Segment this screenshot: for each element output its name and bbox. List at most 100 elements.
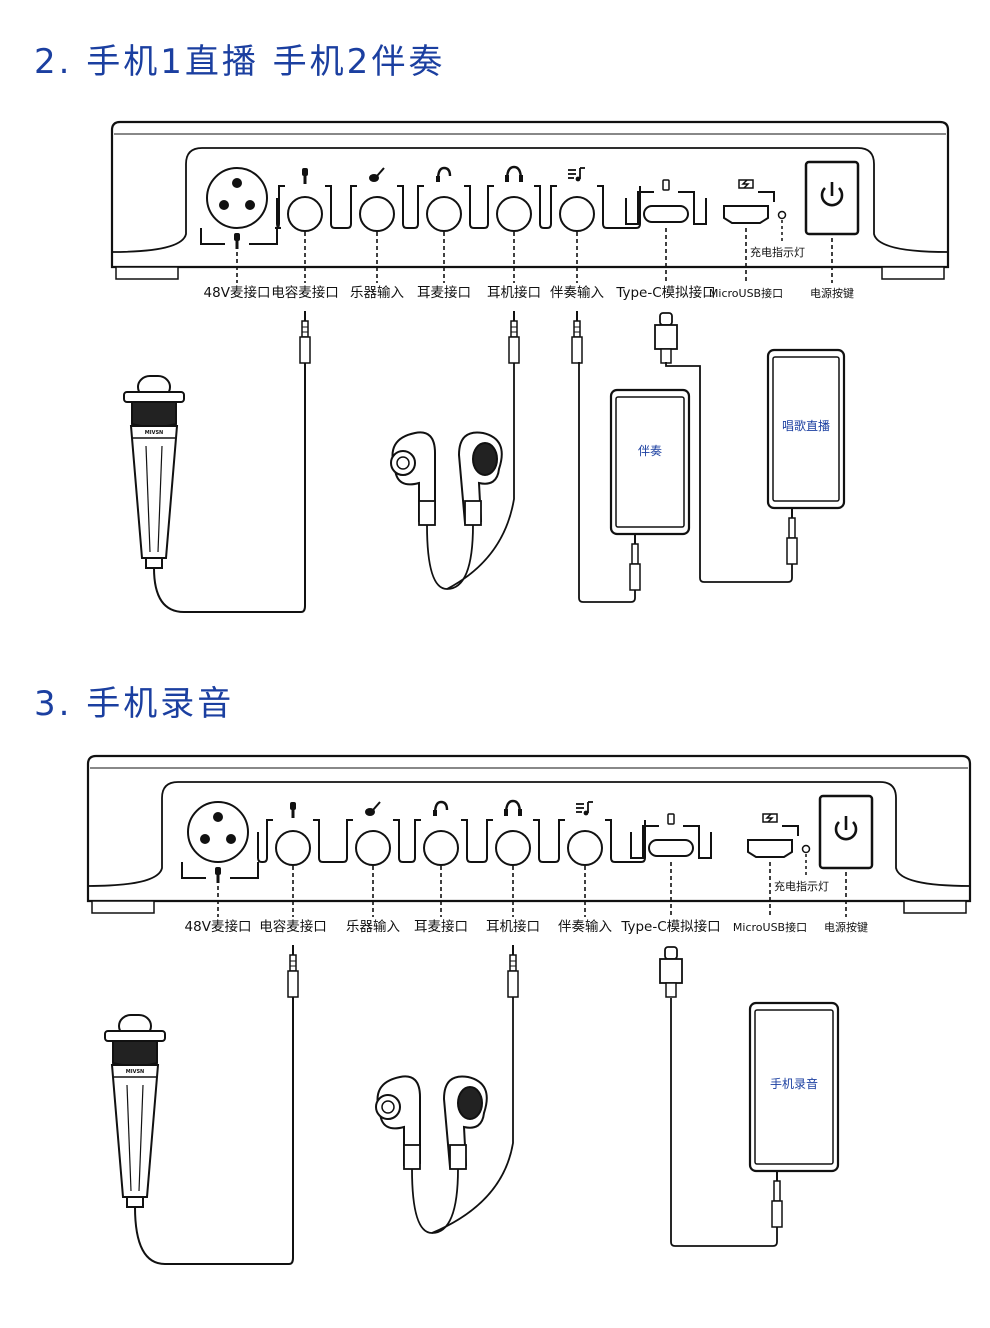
phone-label-1: 手机录音 <box>770 1076 818 1091</box>
port-label-7: MicroUSB接口 <box>709 287 783 300</box>
earphone-main-cable <box>446 363 515 590</box>
type-c-port <box>625 179 707 225</box>
device-foot-left <box>115 266 179 280</box>
port-label-8: 电源按键 <box>824 920 868 934</box>
port-label-8: 电源按键 <box>810 286 854 300</box>
port-label-3: 耳麦接口 <box>417 284 471 301</box>
condenser-mic-icon <box>215 867 221 883</box>
phone-2-cable <box>665 362 793 583</box>
headset-icon <box>436 166 452 182</box>
phone-1: 手机录音 <box>748 1001 840 1173</box>
accompaniment-cable-plug <box>571 311 583 364</box>
micro-usb-port <box>723 179 775 224</box>
earphone-cable <box>426 524 474 590</box>
microphone: MIVSN <box>104 1014 166 1208</box>
music-icon <box>568 167 585 182</box>
mic-icon <box>290 802 296 818</box>
power-button <box>804 160 860 236</box>
port-label-5: 伴奏输入 <box>550 285 604 301</box>
power-icon <box>834 821 858 841</box>
type-c-port <box>630 813 712 859</box>
port-bracket <box>539 186 552 229</box>
earphones <box>390 431 503 526</box>
port-bracket <box>610 820 646 863</box>
port-label-6: Type-C模拟接口 <box>620 918 720 935</box>
charge-indicator-led <box>801 844 811 854</box>
mic-icon <box>302 168 308 184</box>
music-icon <box>576 801 593 816</box>
port-label-2: 乐器输入 <box>350 285 404 301</box>
port-label-0: 48V麦接口 <box>204 284 271 301</box>
port-label-7: MicroUSB接口 <box>733 921 807 934</box>
audio-interface-device: 充电指示灯 <box>110 120 950 280</box>
section-2-title: 3. 手机录音 <box>34 684 235 724</box>
mic-cable <box>134 997 294 1265</box>
phone-label-2: 唱歌直播 <box>782 418 830 433</box>
audio-interface-device: 充电指示灯 <box>86 754 972 914</box>
diagram-live-stream: 充电指示灯 48V麦接口电容麦接口乐器输入耳麦接口耳机接口伴奏输入 Type-C模拟… <box>110 120 950 613</box>
headphones-icon <box>504 799 522 816</box>
port-label-0: 48V麦接口 <box>185 918 252 935</box>
headset-icon <box>433 800 449 816</box>
microphone: MIVSN <box>123 375 185 569</box>
guitar-icon <box>369 167 385 182</box>
device-panel <box>111 147 949 253</box>
device-foot-right <box>903 900 967 914</box>
phone-1-plug <box>629 534 641 591</box>
headphone-cable-plug <box>508 311 520 364</box>
port-bracket <box>274 186 282 229</box>
port-guitar <box>350 167 404 232</box>
phone-1-cable <box>578 362 636 603</box>
port-bracket <box>602 186 641 229</box>
xlr-port <box>200 167 278 249</box>
port-guitar <box>346 801 400 866</box>
type-c-plug <box>659 946 683 998</box>
phone-icon <box>662 179 670 191</box>
port-label-1: 电容麦接口 <box>259 918 327 935</box>
phone-2: 唱歌直播 <box>766 348 846 510</box>
mic-cable <box>153 363 306 613</box>
mic-brand-label: MIVSN <box>126 1069 145 1075</box>
headphones-icon <box>505 165 523 182</box>
phone-2-plug <box>786 508 798 565</box>
device-foot-left <box>91 900 155 914</box>
device-body <box>86 754 972 903</box>
port-bracket <box>402 186 419 229</box>
power-button <box>818 794 874 870</box>
device-body <box>110 120 950 269</box>
port-bracket <box>466 820 488 863</box>
indicator-label: 充电指示灯 <box>774 879 829 893</box>
port-label-1: 电容麦接口 <box>271 284 339 301</box>
headphone-cable-plug <box>507 945 519 998</box>
port-bracket <box>398 820 416 863</box>
xlr-port <box>181 801 259 883</box>
charge-indicator-led <box>777 210 787 220</box>
phone-1: 伴奏 <box>609 388 691 536</box>
indicator-label: 充电指示灯 <box>750 245 805 259</box>
port-bracket <box>318 820 348 863</box>
port-label-4: 耳机接口 <box>487 284 541 301</box>
device-foot-right <box>881 266 945 280</box>
earphones <box>375 1075 488 1170</box>
phone-1-plug <box>771 1171 783 1228</box>
port-bracket <box>257 820 268 863</box>
type-c-plug <box>654 312 678 364</box>
port-label-4: 耳机接口 <box>486 918 540 935</box>
port-bracket <box>538 820 560 863</box>
mic-cable-plug <box>299 311 311 364</box>
port-label-5: 伴奏输入 <box>558 919 612 935</box>
section-1-title: 2. 手机1直播 手机2伴奏 <box>34 42 446 82</box>
earphone-main-cable <box>431 997 514 1234</box>
power-icon <box>820 187 844 207</box>
guitar-icon <box>365 801 381 816</box>
port-bracket <box>469 186 489 229</box>
condenser-mic-icon <box>234 233 240 249</box>
port-bracket <box>330 186 352 229</box>
phone-label-1: 伴奏 <box>638 444 662 458</box>
port-label-3: 耳麦接口 <box>414 918 468 935</box>
phone-icon <box>667 813 675 825</box>
port-label-6: Type-C模拟接口 <box>615 284 715 301</box>
phone-1-cable <box>670 998 778 1247</box>
mic-cable-plug <box>287 945 299 998</box>
